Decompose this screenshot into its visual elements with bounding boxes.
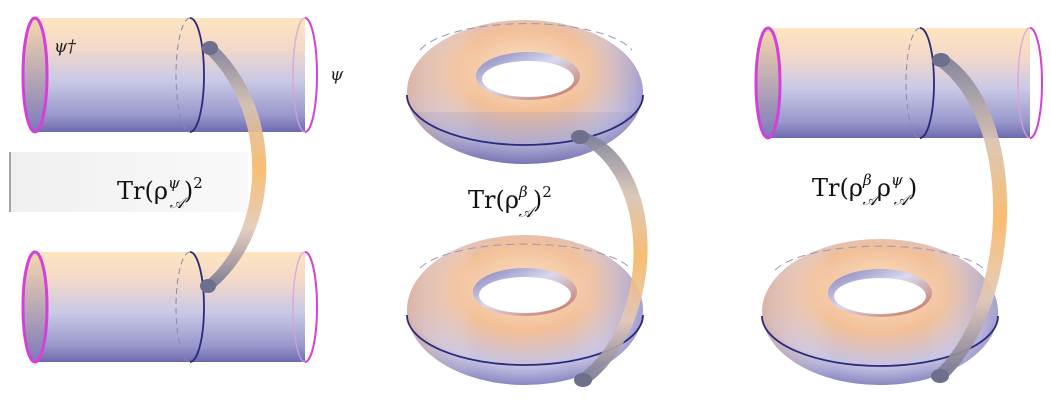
bottom-torus (406, 235, 644, 385)
torus (761, 239, 999, 385)
top-cylinder (754, 26, 1043, 140)
boundary-label-right: ψ (330, 65, 344, 85)
wormhole-bridge (575, 132, 648, 384)
boundary-label-left: ψ† (54, 37, 76, 57)
bottom-cylinder (21, 250, 318, 364)
wormhole-bridge (205, 44, 267, 290)
top-torus (406, 20, 644, 164)
wormhole-bridge (935, 56, 1008, 380)
label-backdrop (10, 152, 248, 212)
top-cylinder (21, 16, 318, 134)
